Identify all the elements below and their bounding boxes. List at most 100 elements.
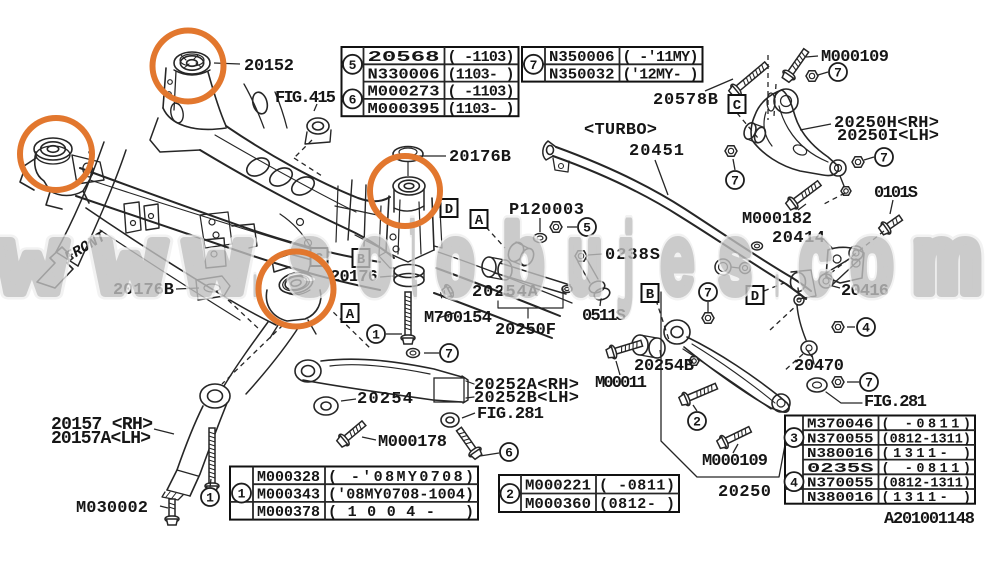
svg-text:A201001148: A201001148 xyxy=(884,510,975,529)
svg-text:20470: 20470 xyxy=(794,357,844,376)
svg-text:(0812-1311): (0812-1311) xyxy=(882,432,972,447)
svg-text:N350032: N350032 xyxy=(549,66,615,83)
svg-text:20250I<LH>: 20250I<LH> xyxy=(837,127,939,146)
svg-text:w: w xyxy=(0,212,67,323)
svg-text:0101S: 0101S xyxy=(874,184,918,203)
svg-text:b: b xyxy=(502,212,545,323)
svg-text:20254B: 20254B xyxy=(634,357,694,376)
svg-text:M000328: M000328 xyxy=(257,469,320,486)
svg-text:b: b xyxy=(502,212,545,323)
svg-text:1: 1 xyxy=(206,491,214,506)
svg-text:FIG.281: FIG.281 xyxy=(477,405,544,424)
svg-text:('12MY- ): ('12MY- ) xyxy=(623,66,699,83)
svg-text:6: 6 xyxy=(349,93,357,108)
svg-text:20250: 20250 xyxy=(718,483,771,502)
svg-text:A: A xyxy=(346,307,355,323)
svg-text:7: 7 xyxy=(865,376,873,391)
svg-text:B: B xyxy=(646,287,655,303)
svg-text:1: 1 xyxy=(372,328,380,343)
svg-text:( -0811): ( -0811) xyxy=(599,478,675,495)
svg-text:M000343: M000343 xyxy=(257,486,320,503)
svg-text:( -'11MY): ( -'11MY) xyxy=(623,49,699,66)
svg-text:M000109: M000109 xyxy=(821,48,889,67)
svg-text:N350006: N350006 xyxy=(549,49,615,66)
svg-text:6: 6 xyxy=(505,446,513,461)
svg-text:o: o xyxy=(436,212,475,323)
svg-text:4: 4 xyxy=(790,475,798,490)
svg-text:20176: 20176 xyxy=(330,268,378,287)
svg-text:1: 1 xyxy=(238,487,246,502)
svg-text:N370055: N370055 xyxy=(807,432,874,447)
svg-text:N380016: N380016 xyxy=(807,447,874,462)
svg-text:20157 <RH>: 20157 <RH> xyxy=(51,415,153,435)
svg-text:20250H<RH>: 20250H<RH> xyxy=(834,114,939,133)
svg-text:M000178: M000178 xyxy=(378,433,447,452)
svg-text:20414: 20414 xyxy=(772,229,825,248)
svg-text:3: 3 xyxy=(790,431,798,446)
svg-text:20250F: 20250F xyxy=(495,321,556,340)
svg-text:20176B: 20176B xyxy=(113,281,174,300)
svg-text:l: l xyxy=(409,212,417,323)
svg-text:u: u xyxy=(567,212,603,323)
svg-text:20451: 20451 xyxy=(629,142,684,161)
svg-text:o: o xyxy=(436,212,475,323)
svg-text:7: 7 xyxy=(530,58,538,73)
svg-text:20578B: 20578B xyxy=(653,91,718,110)
svg-text:( -'08MY0708): ( -'08MY0708) xyxy=(328,469,474,486)
svg-text:u: u xyxy=(567,212,603,323)
svg-text:M00011: M00011 xyxy=(595,374,647,393)
svg-text:20252B<LH>: 20252B<LH> xyxy=(474,389,579,408)
svg-text:s: s xyxy=(717,212,753,323)
svg-text:0238S: 0238S xyxy=(605,246,660,265)
svg-text:0235S: 0235S xyxy=(807,462,874,477)
svg-text:o: o xyxy=(357,212,392,323)
svg-text:M000109: M000109 xyxy=(702,452,768,471)
svg-text:(1103- ): (1103- ) xyxy=(448,101,515,118)
svg-text:20252A<RH>: 20252A<RH> xyxy=(474,376,579,395)
svg-text:<TURBO>: <TURBO> xyxy=(584,121,657,140)
svg-text:A: A xyxy=(475,213,484,229)
svg-text:20416: 20416 xyxy=(841,282,889,301)
svg-text:5: 5 xyxy=(349,58,357,73)
svg-text:7: 7 xyxy=(704,286,712,301)
svg-text:s: s xyxy=(717,212,753,323)
svg-text:(1103- ): (1103- ) xyxy=(448,66,515,83)
svg-text:M000182: M000182 xyxy=(742,210,812,229)
svg-text:7: 7 xyxy=(445,347,453,362)
svg-text:2: 2 xyxy=(693,415,701,430)
svg-text:7: 7 xyxy=(731,174,739,189)
svg-text:w: w xyxy=(0,212,67,323)
svg-text:FIG.281: FIG.281 xyxy=(864,393,927,412)
svg-text:0511S: 0511S xyxy=(582,307,626,326)
svg-text:D: D xyxy=(751,289,759,305)
svg-text:e: e xyxy=(660,212,695,323)
svg-text:M000378: M000378 xyxy=(257,504,320,521)
svg-text:w: w xyxy=(94,212,166,323)
svg-text:e: e xyxy=(660,212,695,323)
svg-text:j: j xyxy=(617,212,637,323)
svg-text:20568: 20568 xyxy=(368,49,440,66)
svg-text:w: w xyxy=(184,212,250,323)
svg-text:.: . xyxy=(773,212,781,323)
svg-text:20152: 20152 xyxy=(244,57,294,76)
svg-text:4: 4 xyxy=(862,321,870,336)
svg-text:N370055: N370055 xyxy=(807,477,874,492)
svg-text:7: 7 xyxy=(834,66,842,81)
svg-text:(0812- ): (0812- ) xyxy=(599,496,675,513)
svg-text:( -1103): ( -1103) xyxy=(448,84,515,101)
svg-text:20157A<LH>: 20157A<LH> xyxy=(51,429,151,449)
svg-text:M000360: M000360 xyxy=(525,496,591,513)
svg-text:.: . xyxy=(251,212,259,323)
svg-text:( -1103): ( -1103) xyxy=(448,49,515,66)
svg-text:m: m xyxy=(914,212,981,323)
svg-text:o: o xyxy=(357,212,392,323)
svg-text:N330006: N330006 xyxy=(368,66,440,83)
svg-text:2: 2 xyxy=(506,487,514,502)
svg-text:P120003: P120003 xyxy=(509,201,584,220)
svg-text:FIG.415: FIG.415 xyxy=(275,89,336,108)
svg-text:('08MY0708-1004): ('08MY0708-1004) xyxy=(328,486,474,503)
svg-text:7: 7 xyxy=(880,151,888,166)
svg-text:20254: 20254 xyxy=(357,390,413,409)
svg-text:M700154: M700154 xyxy=(424,309,492,328)
svg-text:w: w xyxy=(94,212,166,323)
